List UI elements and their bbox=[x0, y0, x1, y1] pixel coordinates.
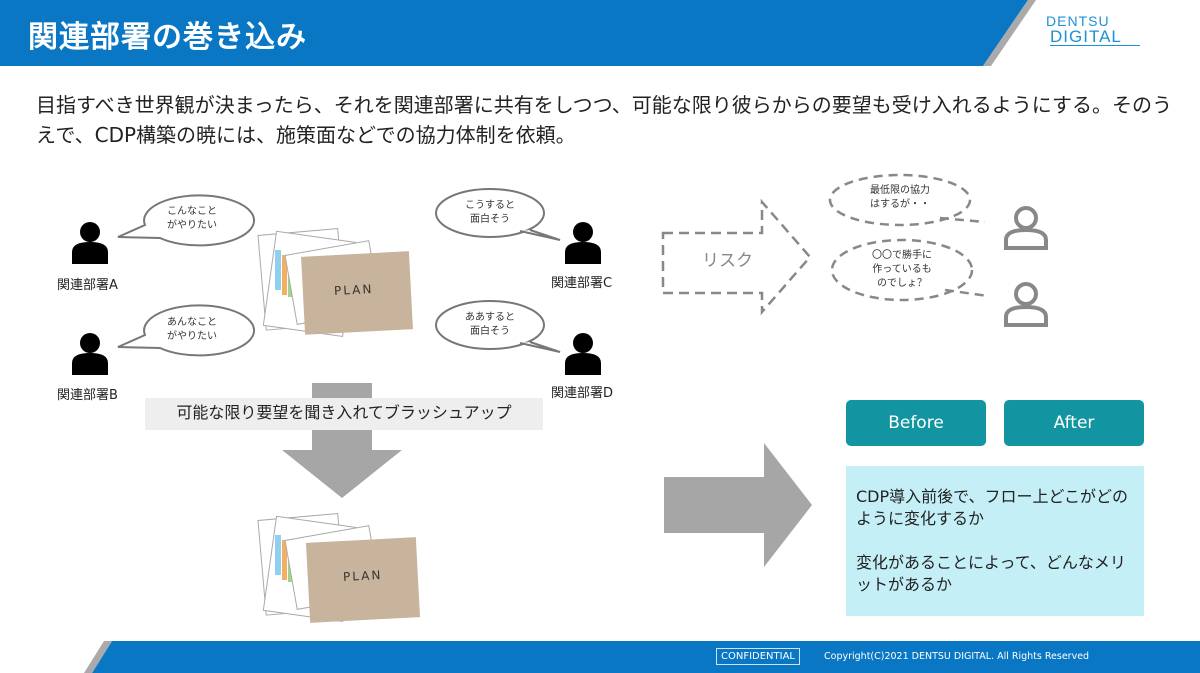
down-arrow-icon bbox=[282, 430, 402, 498]
risk-diagram bbox=[661, 173, 1048, 567]
page-title: 関連部署の巻き込み bbox=[28, 20, 307, 55]
info-box: CDP導入前後で、フロー上どこがどのように変化するか 変化があることによって、ど… bbox=[846, 466, 1144, 616]
person-outline-icon-1 bbox=[1004, 206, 1048, 250]
person-outline-icon-2 bbox=[1004, 282, 1048, 327]
after-button[interactable]: After bbox=[1004, 400, 1144, 446]
plan-label-bottom: PLAN bbox=[342, 567, 383, 585]
risk-bubble-1 bbox=[828, 173, 972, 227]
risk-bubble-2 bbox=[830, 238, 974, 302]
lead-text: 目指すべき世界観が決まったら、それを関連部署に共有をしつつ、可能な限り彼らからの… bbox=[36, 93, 1172, 147]
person-icon-d bbox=[565, 333, 601, 375]
department-d-label: 関連部署D bbox=[551, 386, 614, 401]
dentsu-digital-logo: DENTSU DIGITAL bbox=[1046, 14, 1140, 46]
info-text-2: 変化があることによって、どんなメリットがあるか bbox=[856, 553, 1126, 594]
person-icon-b bbox=[72, 333, 108, 375]
department-b-label: 関連部署B bbox=[57, 388, 118, 403]
plan-document-icon-bottom bbox=[257, 512, 421, 623]
stakeholder-diagram bbox=[72, 188, 601, 623]
confidential-badge: CONFIDENTIAL bbox=[716, 648, 801, 665]
bubble-text-c: こうすると面白そう bbox=[465, 200, 515, 225]
right-arrow-icon bbox=[664, 443, 812, 567]
down-arrow-shaft bbox=[312, 383, 372, 401]
speech-bubble-d bbox=[435, 300, 545, 350]
risk-arrow-icon bbox=[661, 198, 812, 316]
plan-label: PLAN bbox=[333, 281, 374, 299]
before-button[interactable]: Before bbox=[846, 400, 986, 446]
bubble-text-a: こんなことがやりたい bbox=[167, 206, 217, 231]
plan-document-icon bbox=[257, 227, 413, 338]
person-icon-a bbox=[72, 222, 108, 264]
department-c-label: 関連部署C bbox=[551, 276, 613, 291]
footer-band bbox=[84, 641, 1200, 673]
brushup-banner: 可能な限り要望を聞き入れてブラッシュアップ bbox=[145, 398, 543, 430]
speech-bubble-b bbox=[117, 304, 256, 357]
speech-bubble-a bbox=[117, 194, 256, 247]
department-a-label: 関連部署A bbox=[57, 278, 118, 293]
header-band bbox=[0, 0, 1036, 66]
risk-bubble-text-2: 〇〇で勝手に作っているものでしょ？ bbox=[872, 250, 932, 289]
person-icon-c bbox=[565, 222, 601, 264]
copyright-text: Copyright(C)2021 DENTSU DIGITAL. All Rig… bbox=[824, 651, 1090, 662]
info-text-1: CDP導入前後で、フロー上どこがどのように変化するか bbox=[856, 487, 1129, 528]
bubble-text-d: ああすると面白そう bbox=[465, 312, 515, 337]
bubble-text-b: あんなことがやりたい bbox=[167, 317, 217, 342]
risk-bubble-text-1: 最低限の協力はするが・・ bbox=[870, 185, 930, 210]
speech-bubble-c bbox=[435, 188, 545, 238]
risk-label: リスク bbox=[702, 251, 753, 271]
